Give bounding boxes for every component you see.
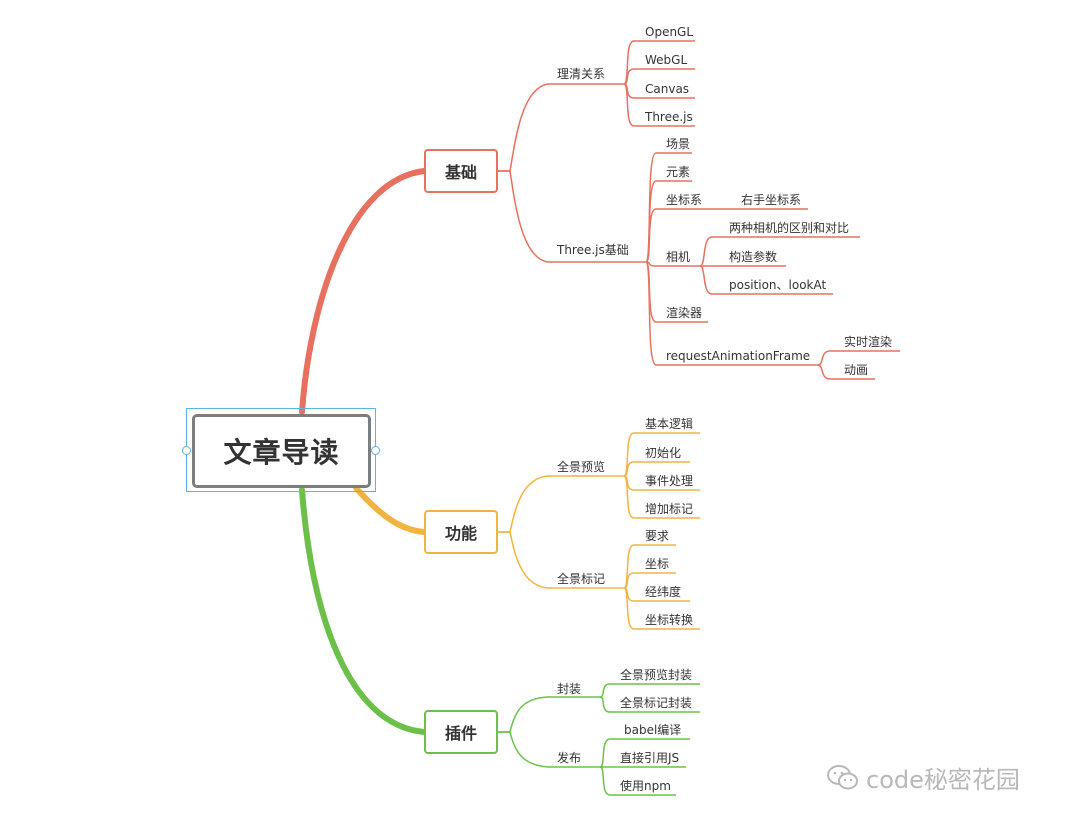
topic-npm[interactable]: 使用npm [620,779,671,793]
topic-element[interactable]: 元素 [666,165,691,179]
connector-root-basics [299,168,427,415]
left-resize-handle[interactable] [182,446,191,455]
topic-right-hand-coords[interactable]: 右手坐标系 [741,193,802,207]
topic-raf[interactable]: requestAnimationFrame [666,349,811,363]
topic-publish[interactable]: 发布 [557,751,582,765]
topic-opengl[interactable]: OpenGL [645,25,694,39]
root-topic[interactable]: 文章导读 [192,414,371,488]
topic-babel[interactable]: babel编译 [624,723,682,737]
topic-position-lookat[interactable]: position、lookAt [729,278,827,292]
topic-camera-compare[interactable]: 两种相机的区别和对比 [729,221,850,235]
topic-basic-logic[interactable]: 基本逻辑 [645,417,694,431]
topic-panorama-preview[interactable]: 全景预览 [557,460,606,474]
branch-basics[interactable]: 基础 [424,149,498,193]
topic-panorama-marker[interactable]: 全景标记 [557,572,606,586]
connector-root-plugins [299,487,427,735]
branch-features[interactable]: 功能 [424,510,498,554]
branch-plugins[interactable]: 插件 [424,710,498,754]
topic-lat-lng[interactable]: 经纬度 [645,585,682,599]
topic-threejs-basics[interactable]: Three.js基础 [557,243,629,257]
watermark: code秘密花园 [826,760,1020,795]
topic-wrap[interactable]: 封装 [557,682,582,696]
topic-renderer[interactable]: 渲染器 [666,306,703,320]
topic-scene[interactable]: 场景 [666,137,691,151]
topic-webgl[interactable]: WebGL [645,53,688,67]
topic-marker-wrap[interactable]: 全景标记封装 [620,696,693,710]
topic-coord-conversion[interactable]: 坐标转换 [645,613,694,627]
topic-event-handling[interactable]: 事件处理 [645,474,694,488]
wechat-icon [827,764,858,789]
topic-direct-js[interactable]: 直接引用JS [620,751,680,765]
topic-realtime-render[interactable]: 实时渲染 [844,335,893,349]
topic-coordinate-system[interactable]: 坐标系 [666,193,703,207]
topic-relation[interactable]: 理清关系 [557,67,606,81]
topic-threejs[interactable]: Three.js [645,110,693,124]
topic-camera-params[interactable]: 构造参数 [729,250,778,264]
topic-preview-wrap[interactable]: 全景预览封装 [620,668,693,682]
topic-animation[interactable]: 动画 [844,363,869,377]
watermark-text: code秘密花园 [866,766,1020,794]
topic-requirements[interactable]: 要求 [645,529,670,543]
connector-root-features [353,485,427,535]
right-resize-handle[interactable] [371,446,380,455]
topic-add-marker[interactable]: 增加标记 [645,502,694,516]
topic-init[interactable]: 初始化 [645,446,682,460]
topic-camera[interactable]: 相机 [666,250,691,264]
topic-coordinates[interactable]: 坐标 [645,557,670,571]
topic-canvas[interactable]: Canvas [645,82,690,96]
